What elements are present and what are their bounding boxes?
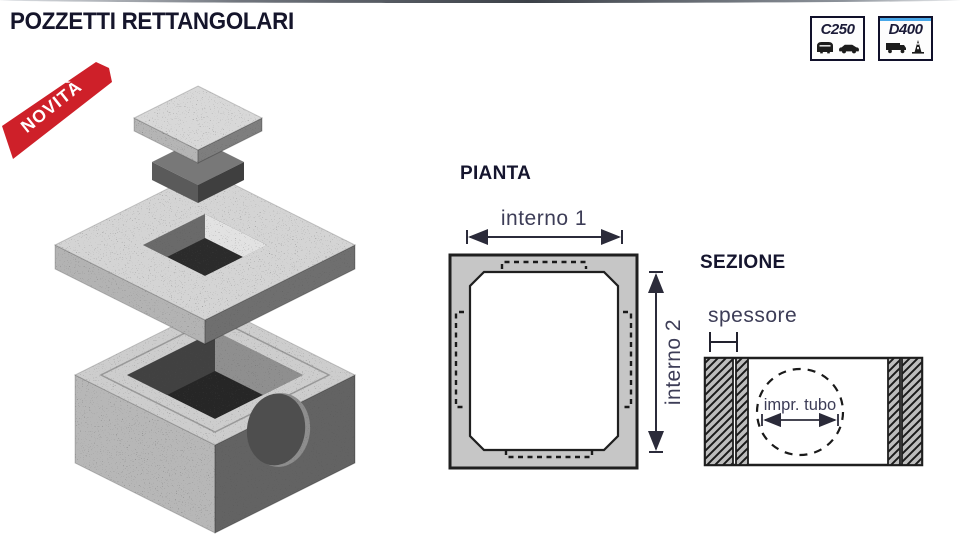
section-right-wall <box>901 357 923 466</box>
novita-ribbon: NOVITÀ <box>0 48 140 188</box>
lid <box>132 85 264 164</box>
plug-right-face <box>198 162 244 203</box>
plan-drawing: interno 1 interno 2 <box>448 207 685 470</box>
plug-left-face <box>152 162 198 203</box>
plan-inner-cavity <box>468 270 620 452</box>
badge-c250-label: C250 <box>820 21 855 38</box>
dim-impr-tubo-label: impr. tubo <box>764 396 836 414</box>
plan-knockout-right <box>623 310 633 409</box>
section-right-liner <box>887 357 901 466</box>
dim-spessore-bracket <box>709 332 738 352</box>
badge-d400-label: D400 <box>888 21 923 38</box>
manhole-box <box>73 304 357 534</box>
plan-knockout-bottom <box>504 450 594 459</box>
load-class-badges: C250 D400 <box>810 16 933 61</box>
badge-d400: D400 <box>878 16 933 61</box>
ribbon-band <box>2 62 112 159</box>
section-left-wall <box>704 357 734 466</box>
badge-blue-stripe <box>880 18 931 21</box>
cover-slab <box>53 169 357 345</box>
dim-spessore-label: spessore <box>708 304 797 327</box>
pipe-imprint-circle <box>755 367 845 457</box>
box-speckle-texture <box>75 305 355 533</box>
section-drawing: spessore impr. tubo <box>703 304 924 467</box>
car-front-icon <box>817 42 833 54</box>
dim-interno2-label: interno 2 <box>662 319 685 405</box>
plan-knockout-marks <box>454 260 633 459</box>
truck-icon <box>886 43 906 54</box>
dim-interno1-label: interno 1 <box>501 207 587 230</box>
plan-view-label: PIANTA <box>460 163 532 184</box>
plan-knockout-top <box>500 260 588 269</box>
car-side-icon <box>839 44 859 54</box>
page-top-edge <box>0 0 960 3</box>
plan-knockout-left <box>454 310 464 409</box>
badge-c250: C250 <box>810 16 865 61</box>
highway-icon <box>912 40 924 54</box>
page-title: POZZETTI RETTANGOLARI <box>10 8 294 35</box>
section-left-liner <box>735 357 749 466</box>
section-view-label: SEZIONE <box>700 252 786 273</box>
lid-speckle-texture <box>134 86 262 163</box>
exploded-view-illustration <box>53 85 357 534</box>
slab-speckle-texture <box>55 170 355 344</box>
